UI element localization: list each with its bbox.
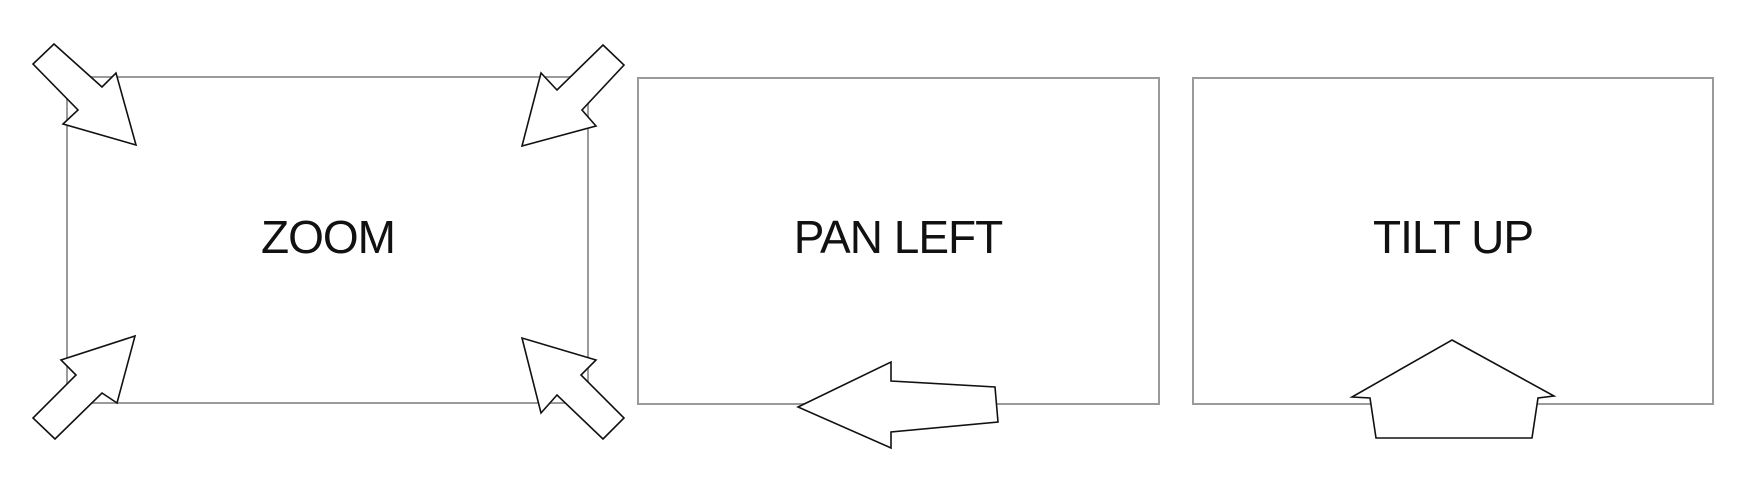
arrow-up-right-icon <box>31 334 137 441</box>
zoom-label: ZOOM <box>261 211 395 263</box>
pan-left-frame <box>637 77 1160 405</box>
arrow-up-icon <box>1349 339 1557 439</box>
pan-left-label: PAN LEFT <box>794 211 1003 263</box>
zoom-frame <box>66 76 589 404</box>
arrow-down-left-icon <box>520 43 626 148</box>
arrow-down-right-icon <box>31 42 138 147</box>
tilt-up-panel: TILT UP <box>1192 77 1714 439</box>
pan-left-panel: PAN LEFT <box>637 77 1160 450</box>
arrow-up-left-icon <box>520 336 626 441</box>
zoom-panel: ZOOM <box>31 42 626 441</box>
arrow-left-icon <box>796 360 999 450</box>
tilt-up-label: TILT UP <box>1373 211 1533 263</box>
